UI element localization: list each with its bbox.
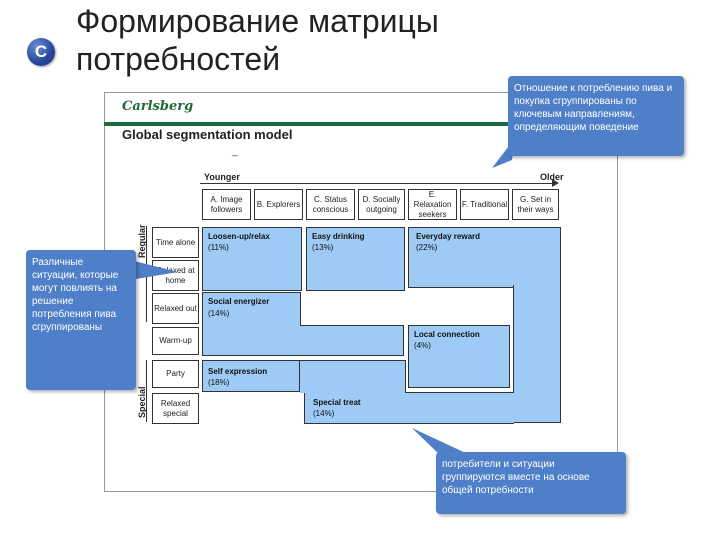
need-block-divider — [300, 292, 301, 326]
need-block-local-connection: Local connection (4%) — [408, 325, 510, 388]
need-name: Easy drinking — [312, 232, 365, 241]
callout-tail-left — [130, 260, 178, 280]
age-axis-arrow-icon — [552, 179, 559, 187]
need-name: Everyday reward — [416, 232, 481, 241]
need-name: Self expression — [208, 367, 268, 376]
need-share: (11%) — [208, 243, 229, 252]
age-axis-line — [200, 183, 552, 184]
need-share: (4%) — [414, 341, 431, 350]
need-block-social-energizer-extension — [300, 325, 404, 356]
segment-g: G. Set in their ways — [512, 189, 559, 220]
segment-b: B. Explorers — [254, 189, 303, 220]
need-block-loosen-up: Loosen-up/relax (11%) — [202, 227, 302, 291]
situation-party: Party — [152, 360, 199, 388]
callout-tail-bottom — [412, 428, 470, 455]
segment-d: D. Socially outgoing — [358, 189, 405, 220]
need-block-self-expression: Self expression (18%) — [202, 360, 300, 392]
situation-time-alone: Time alone — [152, 227, 199, 258]
need-block-easy-drinking: Easy drinking (13%) — [306, 227, 405, 291]
situation-warm-up: Warm-up — [152, 327, 199, 355]
need-share: (22%) — [416, 243, 438, 252]
segment-a: A. Image followers — [202, 189, 251, 220]
need-name: Social energizer — [208, 297, 270, 306]
callout-bottom: потребители и ситуации группируются вмес… — [436, 452, 626, 514]
need-block-everyday-reward: Everyday reward (22%) — [408, 227, 561, 288]
need-share: (13%) — [312, 243, 334, 252]
slide-dash: _ — [232, 146, 238, 157]
page-title: Формирование матрицы потребностей — [76, 3, 439, 77]
brand-logo: Carlsberg — [122, 99, 194, 114]
need-block-social-energizer: Social energizer (14%) — [202, 292, 301, 356]
axis-older-label: Older — [540, 172, 564, 182]
callout-left: Различные ситуации, которые могут повлия… — [26, 250, 136, 390]
section-badge: C — [27, 38, 55, 66]
situation-relaxed-special: Relaxed special — [152, 393, 199, 424]
need-share: (18%) — [208, 378, 230, 387]
slide-header-bar — [104, 92, 616, 126]
special-axis-line — [146, 360, 147, 422]
axis-younger-label: Younger — [204, 172, 240, 182]
segment-e: E. Relaxation seekers — [408, 189, 457, 220]
callout-top-right: Отношение к потреблению пива и покупка с… — [508, 76, 684, 156]
segment-c: C. Status conscious — [306, 189, 355, 220]
situation-relaxed-home: Relaxed at home — [152, 260, 199, 291]
need-name: Local connection — [414, 330, 480, 339]
need-share: (14%) — [313, 409, 335, 418]
need-block-special-treat-extension — [300, 360, 406, 393]
need-name: Special treat — [313, 398, 361, 407]
slide-heading: Global segmentation model — [122, 127, 293, 142]
situation-relaxed-out: Relaxed out — [152, 293, 199, 324]
need-name: Loosen-up/relax — [208, 232, 270, 241]
need-share: (14%) — [208, 309, 230, 318]
need-block-everyday-reward-extension — [513, 285, 561, 423]
need-block-special-treat: Special treat (14%) — [304, 392, 514, 424]
segment-f: F. Traditional — [460, 189, 509, 220]
